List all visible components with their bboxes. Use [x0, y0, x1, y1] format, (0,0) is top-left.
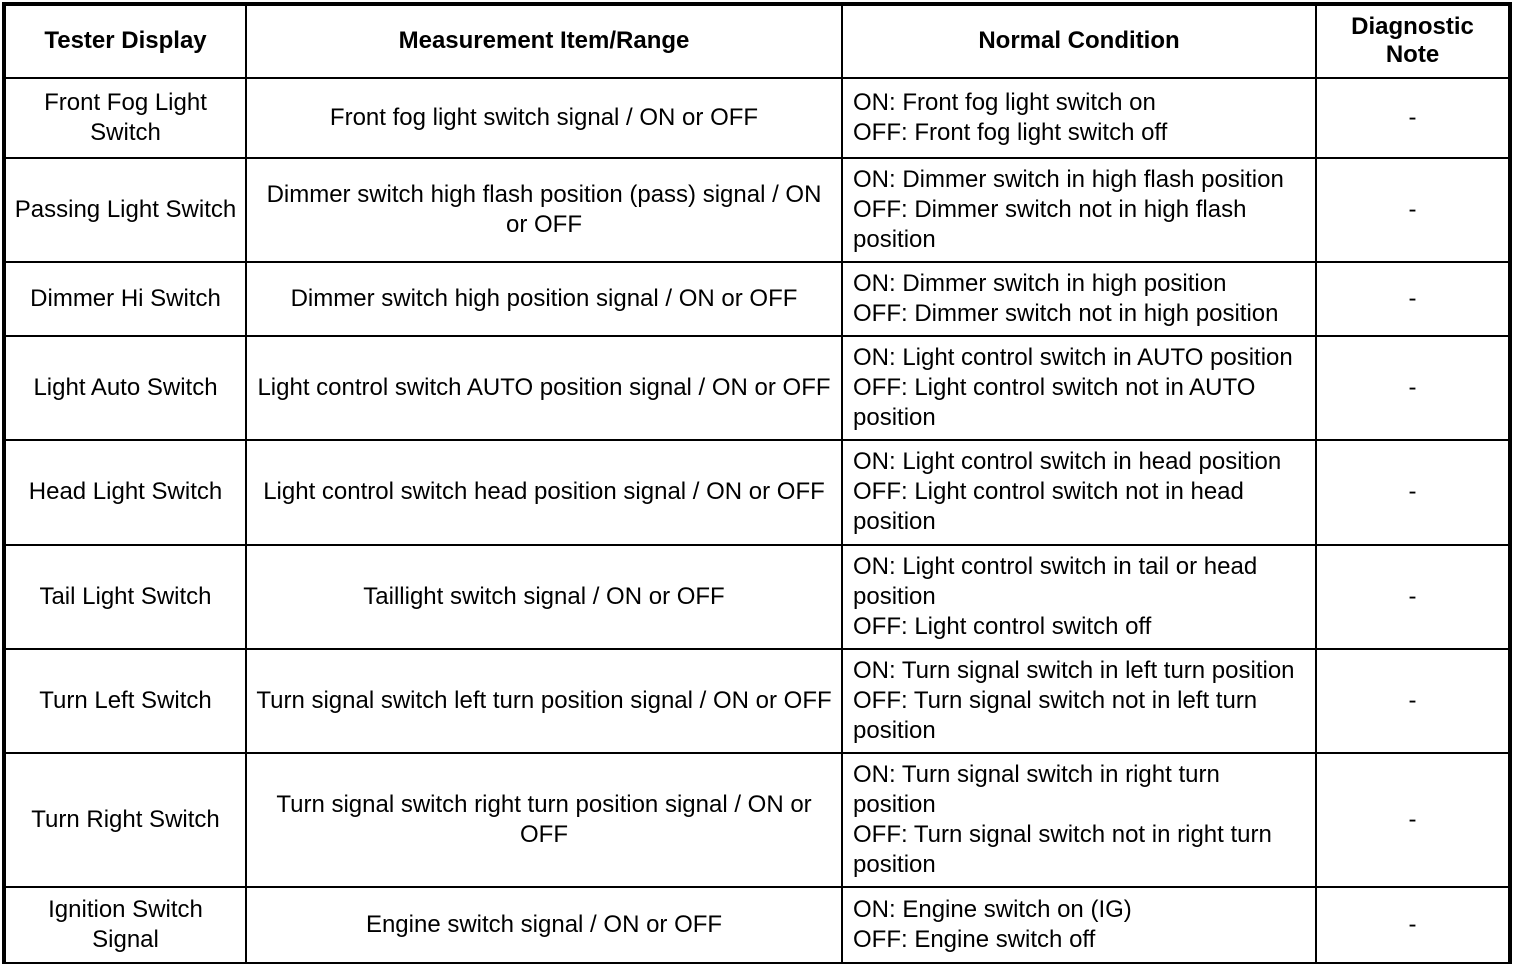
table-row: Tail Light Switch Taillight switch signa… [4, 543, 1510, 650]
normal-condition-on: ON: Light control switch in tail or head… [853, 552, 1258, 610]
cell-normal-condition: ON: Dimmer switch in high flash position… [841, 156, 1317, 263]
cell-diagnostic-note: - [1315, 260, 1510, 337]
cell-tester-display: Light Auto Switch [4, 334, 247, 441]
cell-tester-display: Front Fog Light Switch [4, 76, 247, 159]
normal-condition-on: ON: Light control switch in AUTO positio… [853, 343, 1293, 371]
table-row: Turn Right Switch Turn signal switch rig… [4, 751, 1510, 888]
cell-diagnostic-note: - [1315, 438, 1510, 546]
normal-condition-off: OFF: Light control switch not in head po… [853, 478, 1244, 536]
normal-condition-on: ON: Front fog light switch on [853, 88, 1156, 116]
normal-condition-off: OFF: Light control switch not in AUTO po… [853, 373, 1256, 431]
normal-condition-on: ON: Dimmer switch in high position [853, 269, 1227, 297]
cell-diagnostic-note: - [1315, 543, 1510, 650]
cell-measurement-item: Taillight switch signal / ON or OFF [245, 543, 843, 650]
cell-tester-display: Passing Light Switch [4, 156, 247, 263]
cell-tester-display: Ignition Switch Signal [4, 885, 247, 964]
cell-measurement-item: Turn signal switch right turn position s… [245, 751, 843, 888]
cell-normal-condition: ON: Engine switch on (IG) OFF: Engine sw… [841, 885, 1317, 964]
normal-condition-on: ON: Dimmer switch in high flash position [853, 165, 1284, 193]
table-header: Tester Display Measurement Item/Range No… [4, 4, 1510, 79]
cell-measurement-item: Dimmer switch high position signal / ON … [245, 260, 843, 337]
normal-condition-off: OFF: Dimmer switch not in high flash pos… [853, 195, 1247, 253]
table-row: Ignition Switch Signal Engine switch sig… [4, 885, 1510, 964]
cell-normal-condition: ON: Turn signal switch in right turn pos… [841, 751, 1317, 888]
table-row: Light Auto Switch Light control switch A… [4, 334, 1510, 441]
table-row: Passing Light Switch Dimmer switch high … [4, 156, 1510, 263]
normal-condition-on: ON: Turn signal switch in right turn pos… [853, 760, 1220, 818]
cell-diagnostic-note: - [1315, 751, 1510, 888]
cell-measurement-item: Turn signal switch left turn position si… [245, 647, 843, 754]
table-body: Front Fog Light Switch Front fog light s… [4, 76, 1510, 964]
cell-normal-condition: ON: Turn signal switch in left turn posi… [841, 647, 1317, 754]
cell-tester-display: Turn Right Switch [4, 751, 247, 888]
cell-measurement-item: Engine switch signal / ON or OFF [245, 885, 843, 964]
normal-condition-off: OFF: Dimmer switch not in high position [853, 299, 1279, 327]
cell-diagnostic-note: - [1315, 647, 1510, 754]
cell-diagnostic-note: - [1315, 885, 1510, 964]
cell-measurement-item: Light control switch AUTO position signa… [245, 334, 843, 441]
table-row: Front Fog Light Switch Front fog light s… [4, 76, 1510, 159]
normal-condition-on: ON: Turn signal switch in left turn posi… [853, 656, 1295, 684]
cell-normal-condition: ON: Light control switch in AUTO positio… [841, 334, 1317, 441]
cell-normal-condition: ON: Front fog light switch on OFF: Front… [841, 76, 1317, 159]
normal-condition-off: OFF: Light control switch off [853, 612, 1152, 640]
cell-diagnostic-note: - [1315, 334, 1510, 441]
column-header-measurement-item-range: Measurement Item/Range [245, 4, 843, 79]
normal-condition-on: ON: Light control switch in head positio… [853, 448, 1282, 476]
cell-diagnostic-note: - [1315, 156, 1510, 263]
cell-tester-display: Dimmer Hi Switch [4, 260, 247, 337]
cell-normal-condition: ON: Light control switch in head positio… [841, 438, 1317, 546]
cell-diagnostic-note: - [1315, 76, 1510, 159]
table-row: Dimmer Hi Switch Dimmer switch high posi… [4, 260, 1510, 337]
column-header-diagnostic-note: Diagnostic Note [1315, 4, 1510, 79]
cell-tester-display: Tail Light Switch [4, 543, 247, 650]
normal-condition-off: OFF: Turn signal switch not in left turn… [853, 686, 1258, 744]
cell-measurement-item: Dimmer switch high flash position (pass)… [245, 156, 843, 263]
table-header-row: Tester Display Measurement Item/Range No… [4, 4, 1510, 79]
cell-measurement-item: Light control switch head position signa… [245, 438, 843, 546]
column-header-tester-display: Tester Display [4, 4, 247, 79]
normal-condition-off: OFF: Turn signal switch not in right tur… [853, 820, 1272, 878]
normal-condition-off: OFF: Front fog light switch off [853, 118, 1168, 146]
table-row: Head Light Switch Light control switch h… [4, 438, 1510, 546]
normal-condition-on: ON: Engine switch on (IG) [853, 895, 1132, 923]
column-header-normal-condition: Normal Condition [841, 4, 1317, 79]
cell-normal-condition: ON: Dimmer switch in high position OFF: … [841, 260, 1317, 337]
cell-measurement-item: Front fog light switch signal / ON or OF… [245, 76, 843, 159]
cell-normal-condition: ON: Light control switch in tail or head… [841, 543, 1317, 650]
normal-condition-off: OFF: Engine switch off [853, 925, 1096, 953]
table-row: Turn Left Switch Turn signal switch left… [4, 647, 1510, 754]
cell-tester-display: Turn Left Switch [4, 647, 247, 754]
cell-tester-display: Head Light Switch [4, 438, 247, 546]
